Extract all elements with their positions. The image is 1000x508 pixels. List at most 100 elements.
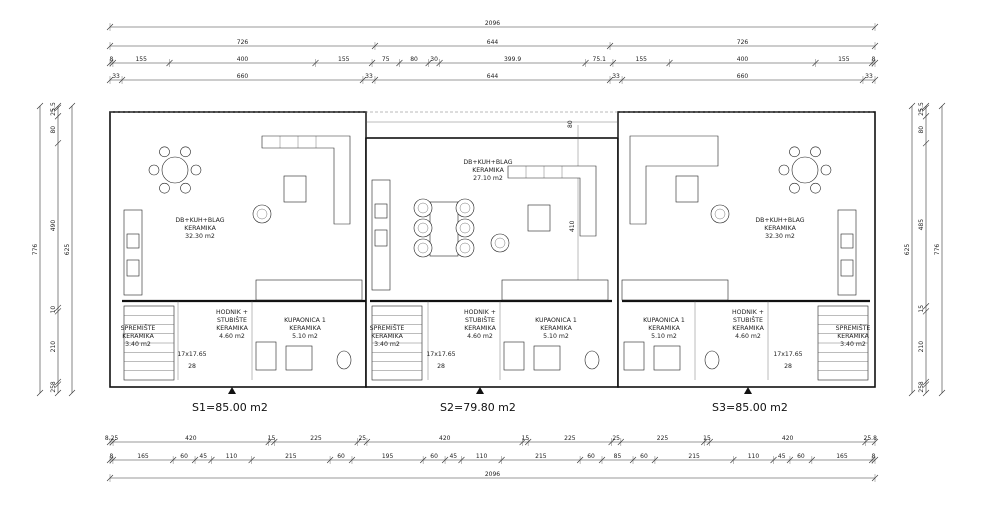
dim-right-detail-label: 15	[918, 305, 925, 313]
dim-right-detail-label: 210	[918, 341, 925, 353]
room-label-storage-unit-2: KERAMIKA	[371, 333, 403, 340]
dim-bottom-a-label: 25	[358, 435, 366, 442]
dining-chair-unit-2-seat	[417, 202, 429, 214]
dining-chair-unit-2b-seat	[459, 202, 471, 214]
dining-table-unit-1-chair	[159, 146, 170, 158]
stair-label-unit-3: 28	[784, 363, 792, 370]
dim-bottom-b-label: 110	[226, 453, 238, 460]
dim-top-walls-label: 33	[865, 73, 873, 80]
room-label-living-unit-3: DB+KUH+BLAG	[755, 217, 804, 224]
dim-bottom-b-label: 60	[797, 453, 805, 460]
armchair-unit-1	[252, 204, 272, 224]
dim-bottom-b-label: 8	[110, 453, 114, 460]
dim-bottom-b-label: 60	[587, 453, 595, 460]
dim-left-detail-tick	[54, 304, 62, 312]
bath-unit-1-basin	[255, 341, 277, 371]
stair-label-unit-3: 17x17.65	[773, 351, 802, 358]
room-label-living-unit-1: DB+KUH+BLAG	[175, 217, 224, 224]
armchair-unit-3	[710, 204, 730, 224]
dim-left-detail-tick	[54, 308, 62, 315]
dim-bottom-a-label: 225	[657, 435, 669, 442]
dining-table-unit-1-chair	[180, 182, 191, 194]
room-label-hall-unit-2: STUBIŠTE	[465, 315, 495, 324]
bath-unit-1-toilet	[336, 350, 352, 370]
room-label-living-unit-2: DB+KUH+BLAG	[463, 159, 512, 166]
dim-right-detail-tick	[922, 308, 930, 315]
dim-left-detail-tick	[54, 104, 62, 112]
dim-bottom-b-label: 215	[688, 453, 700, 460]
dim-top-detail-label: 75.1	[593, 56, 607, 63]
dim-bottom-a-label: 8.25	[105, 435, 119, 442]
dim-bottom-b-label: 45	[778, 453, 786, 460]
dining-table-unit-3-chair	[820, 164, 832, 176]
dim-left-625-tick	[68, 102, 76, 110]
dim-bottom-a-label: 25	[612, 435, 620, 442]
kitchen-unit-1-hob	[126, 233, 140, 249]
room-label-hall-unit-2: 4.60 m2	[467, 333, 493, 340]
dim-right-detail-label: 8	[918, 381, 925, 385]
dim-top-detail-label: 8	[872, 56, 876, 63]
room-label-bath-unit-2: KUPAONICA 1	[535, 317, 577, 324]
dim-top-detail-label: 30	[430, 56, 438, 63]
dining-table-unit-3-chair	[810, 146, 821, 158]
dim-bottom-b-label: 45	[449, 453, 457, 460]
dim-left-detail-tick	[54, 381, 62, 388]
inner-dim-80: 80	[567, 120, 574, 128]
dining-table-unit-1-chair	[190, 164, 202, 176]
dim-top-walls-label: 33	[112, 73, 120, 80]
armchair-unit-3-seat	[714, 208, 726, 220]
dim-bottom-b-label: 165	[836, 453, 848, 460]
dining-chair-unit-2b-seat	[459, 242, 471, 254]
sofa-unit-1	[261, 135, 351, 225]
room-label-storage-unit-2: 3.40 m2	[374, 341, 400, 348]
dim-left-detail-label: 25	[50, 108, 57, 116]
room-label-bath-unit-3: 5.10 m2	[651, 333, 677, 340]
dim-top-units-label: 726	[737, 39, 749, 46]
bath-unit-2-toilet	[584, 350, 600, 370]
room-label-bath-unit-3: KERAMIKA	[648, 325, 680, 332]
dim-right-total-tick	[938, 102, 946, 110]
room-label-storage-unit-3: SPREMIŠTE	[836, 323, 871, 332]
room-label-hall-unit-3: STUBIŠTE	[733, 315, 763, 324]
kitchen-unit-3	[837, 209, 857, 296]
dining-chair-unit-2	[413, 218, 433, 238]
dim-right-detail-tick	[922, 139, 930, 147]
sofa-unit-2	[507, 165, 597, 237]
dim-top-walls-label: 33	[365, 73, 373, 80]
dining-chair-unit-2	[413, 238, 433, 258]
dim-top-detail-label: 75	[382, 56, 390, 63]
sofa-unit-3	[629, 135, 719, 225]
dim-right-625-label: 625	[904, 244, 911, 256]
dim-top-walls-label: 660	[737, 73, 749, 80]
room-label-living-unit-1: 32.30 m2	[185, 233, 215, 240]
room-label-living-unit-2: KERAMIKA	[472, 167, 504, 174]
dining-table-unit-1	[161, 156, 189, 184]
area-label-unit-3: S3=85.00 m2	[712, 401, 788, 414]
room-label-storage-unit-3: 3.40 m2	[840, 341, 866, 348]
stair-label-unit-2: 17x17.65	[426, 351, 455, 358]
cabinet-unit-2	[501, 279, 609, 301]
dim-top-detail-label: 400	[237, 56, 249, 63]
dim-bottom-a-label: 420	[185, 435, 197, 442]
building-walls	[109, 111, 876, 388]
kitchen-unit-2-hob	[374, 203, 388, 219]
room-label-living-unit-1: KERAMIKA	[184, 225, 216, 232]
dining-table-unit-3	[791, 156, 819, 184]
bath-unit-3-basin	[623, 341, 645, 371]
dim-right-detail-label: 25	[918, 108, 925, 116]
dim-right-total-label: 776	[934, 244, 941, 256]
dim-right-detail-tick	[922, 389, 930, 397]
entrance-marker-2	[476, 387, 484, 394]
dim-top-walls-label: 33	[612, 73, 620, 80]
dining-chair-unit-2b	[455, 218, 475, 238]
dining-chair-unit-2b-seat	[459, 222, 471, 234]
dim-left-total-tick	[36, 102, 44, 110]
dim-left-detail-label: 10	[50, 306, 57, 314]
dim-bottom-b-label: 60	[640, 453, 648, 460]
dim-top-detail-label: 155	[838, 56, 850, 63]
dim-right-total-tick	[938, 389, 946, 397]
dim-right-detail-tick	[922, 102, 930, 110]
dim-left-detail-tick	[54, 378, 62, 386]
dim-bottom-b-label: 8	[872, 453, 876, 460]
